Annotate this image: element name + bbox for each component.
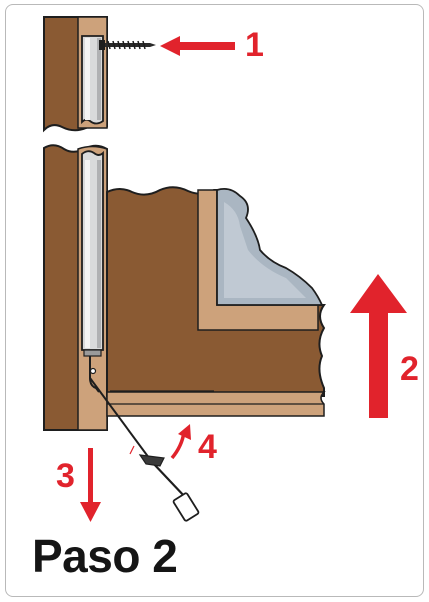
step-number-4: 4 xyxy=(198,428,217,466)
tube-rail-icon xyxy=(81,35,104,125)
arrow-1-icon xyxy=(160,36,235,56)
step-number-3: 3 xyxy=(56,457,75,495)
pull-cord-icon xyxy=(89,377,200,522)
window-frame-icon xyxy=(106,186,326,417)
arrow-2-icon xyxy=(350,274,407,418)
arrow-3-icon xyxy=(80,448,101,522)
screw-icon xyxy=(99,40,156,50)
arrow-4-icon xyxy=(170,424,191,460)
step-number-1: 1 xyxy=(245,26,264,64)
step-title: Paso 2 xyxy=(32,530,178,582)
step-number-2: 2 xyxy=(400,350,419,388)
tube-rail-icon xyxy=(81,150,104,393)
